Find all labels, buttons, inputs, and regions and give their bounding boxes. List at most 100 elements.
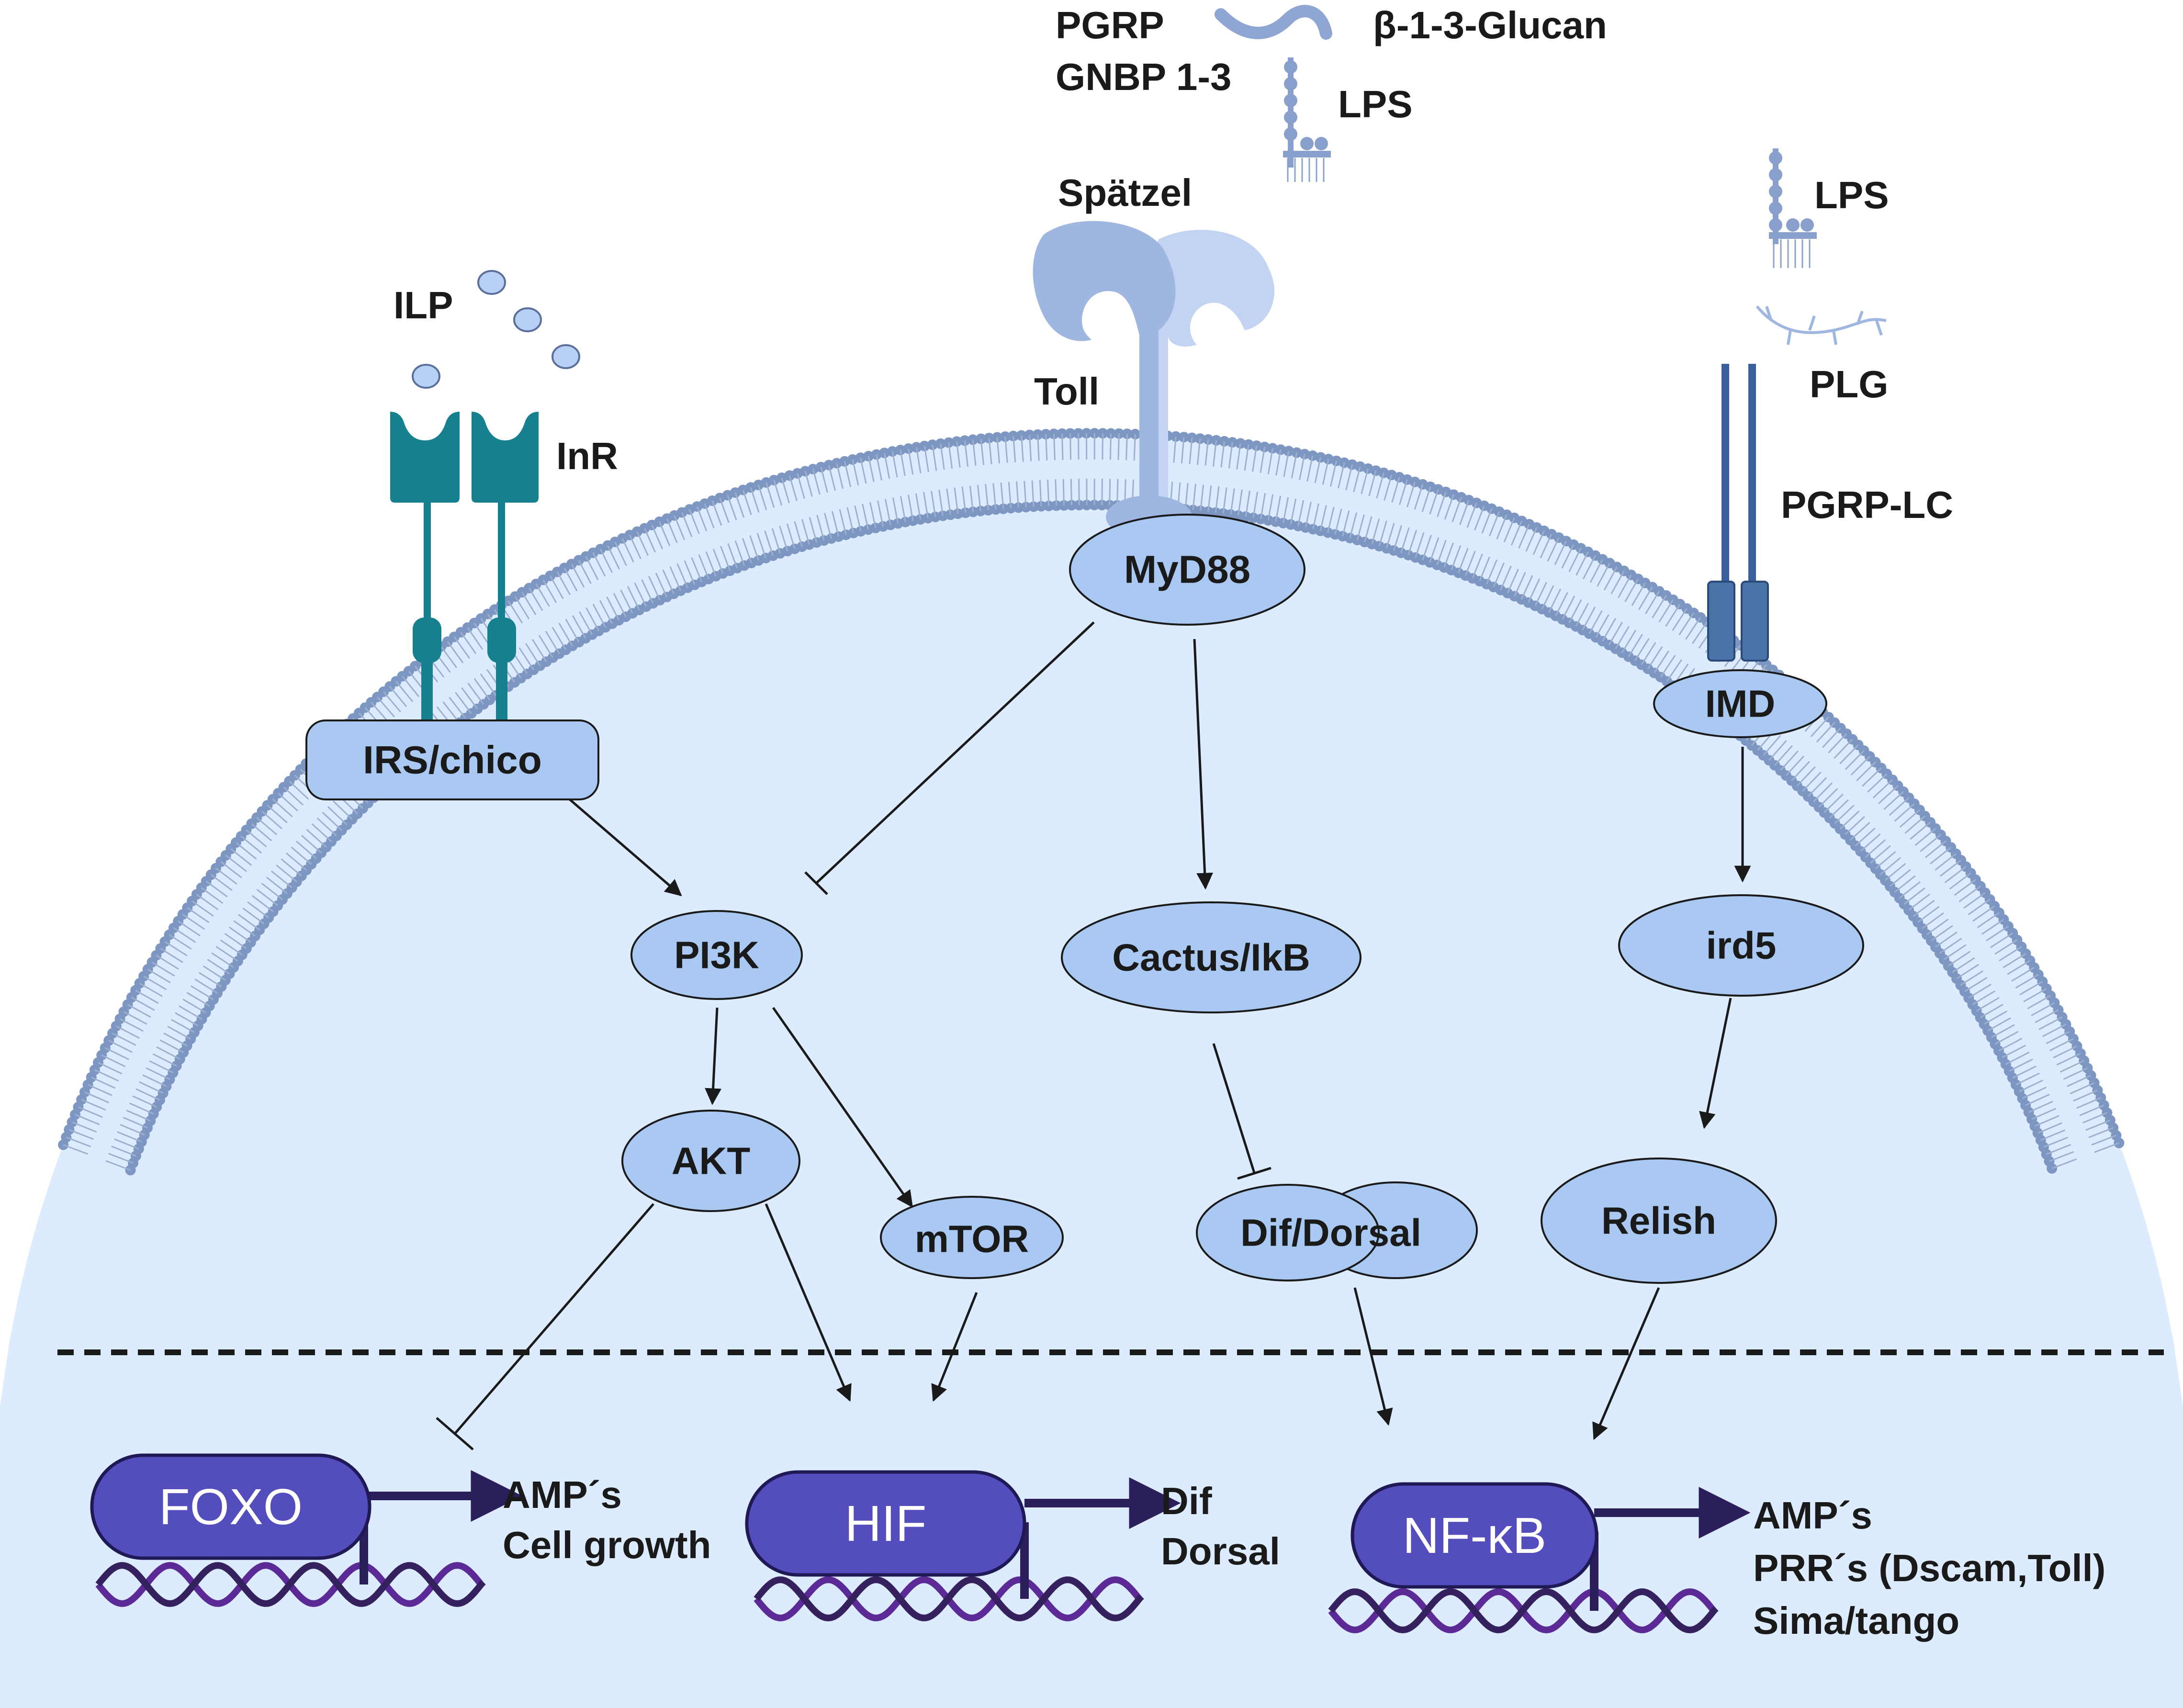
lipid-tail [1889,797,1910,816]
lipid-tail [296,841,317,859]
lipid-tail [698,554,709,580]
plg-label: PLG [1810,363,1888,405]
lipid-tail [1983,1010,2008,1025]
lipid-tail [152,1053,177,1067]
lipid-tail [923,492,929,518]
lipid-tail [1238,489,1243,516]
node-ird5: ird5 [1618,894,1864,997]
lipid-tail [278,792,298,812]
lipid-tail [225,854,248,872]
lipid-tail [178,921,201,937]
lipid-tail [2088,1127,2114,1138]
lipid-tail [272,798,293,818]
lipid-tail [1520,575,1533,600]
lipid-tail [756,533,767,559]
lipid-tail [442,701,460,723]
lipid-tail [2037,1122,2062,1134]
lipid-tail [1451,545,1462,571]
lipid-tail [131,997,155,1011]
lipid-tail [199,972,222,988]
lipid-tail [915,447,922,473]
inr-label: InR [556,435,618,477]
lipid-tail [211,952,234,968]
lipid-tail [1562,596,1575,620]
lipid-tail [1474,505,1485,531]
ilp-label: ILP [394,284,453,326]
lipid-tail [1774,745,1793,766]
lipid-tail [1479,556,1490,582]
lipid-tail [1503,517,1515,543]
lipid-tail [2082,1112,2107,1124]
lipid-tail [108,1153,134,1164]
lipid-tail [1368,470,1377,496]
lipid-tail [1349,512,1358,539]
lipid-tail [2094,1142,2119,1153]
lipid-tail [556,571,571,596]
lps-ligand-icon [1769,148,1817,268]
tf-hif-label: HIF [845,1495,927,1552]
lipid-tail [194,978,218,994]
lipid-tail [1865,839,1886,858]
lipid-tail [1222,487,1227,514]
lipid-tail [704,503,715,528]
lipid-tail [1935,853,1957,871]
lipid-tail [224,933,247,949]
lipid-tail [1935,931,1958,948]
lipid-tail [1540,534,1553,559]
lipid-tail [788,475,798,501]
lipid-tail [1548,588,1562,613]
lipid-tail [629,534,641,560]
lipid-tail [1133,434,1136,461]
lipid-tail [191,900,214,917]
lipid-tail [892,497,899,524]
lipid-tail [1575,603,1589,627]
lipid-tail [2051,1158,2077,1169]
lipid-tail [455,692,472,714]
lipid-tail [884,499,891,525]
lipid-tail [1245,490,1250,517]
lipid-tail [1399,479,1408,505]
lipid-tail [1327,506,1335,533]
lipid-tail [1406,482,1416,507]
lipid-tail [606,596,620,621]
lipid-tail [820,467,828,493]
lipid-tail [1768,740,1787,761]
lipid-tail [599,549,613,573]
lipid-tail [327,806,348,825]
lipid-tail [691,557,703,583]
lipid-tail [900,449,906,476]
lipid-tail [2079,1104,2104,1116]
lipid-tail [1267,448,1273,474]
dna-strand [1328,1588,1719,1634]
lipid-tail [322,811,342,831]
lipid-tail [525,643,541,666]
lipid-tail [1960,970,1983,986]
lipid-tail [1884,863,1906,881]
lipid-tail [794,521,803,547]
lipid-tail [558,623,573,647]
lipid-tail [1541,585,1554,610]
lipid-tail [1400,527,1410,553]
lipid-tail [1436,539,1447,565]
edge-myd88-to-cactus [1193,639,1214,890]
lipid-tail [757,484,767,510]
lipid-tail [1791,761,1810,781]
lipid-tail [84,1091,109,1103]
foxo-target-2: Cell growth [503,1524,711,1566]
ilp-ligand-icon [412,270,580,389]
lipid-tail [705,551,717,577]
lipid-tail [578,560,592,584]
lipid-tail [389,686,407,708]
lipid-tail [1459,500,1470,525]
lipid-tail [473,622,490,645]
lipid-tail [2035,1009,2059,1023]
lipid-tail [1875,851,1896,869]
lipid-tail [563,567,578,592]
hif-target-1: Dif [1161,1480,1212,1522]
lipid-tail [1980,1003,2003,1018]
lipid-tail [538,635,554,658]
lipid-tail [1977,912,2000,929]
lipid-tail [2046,1031,2070,1045]
lipid-tail [2040,1129,2066,1141]
node-mtor-label: mTOR [915,1218,1029,1260]
